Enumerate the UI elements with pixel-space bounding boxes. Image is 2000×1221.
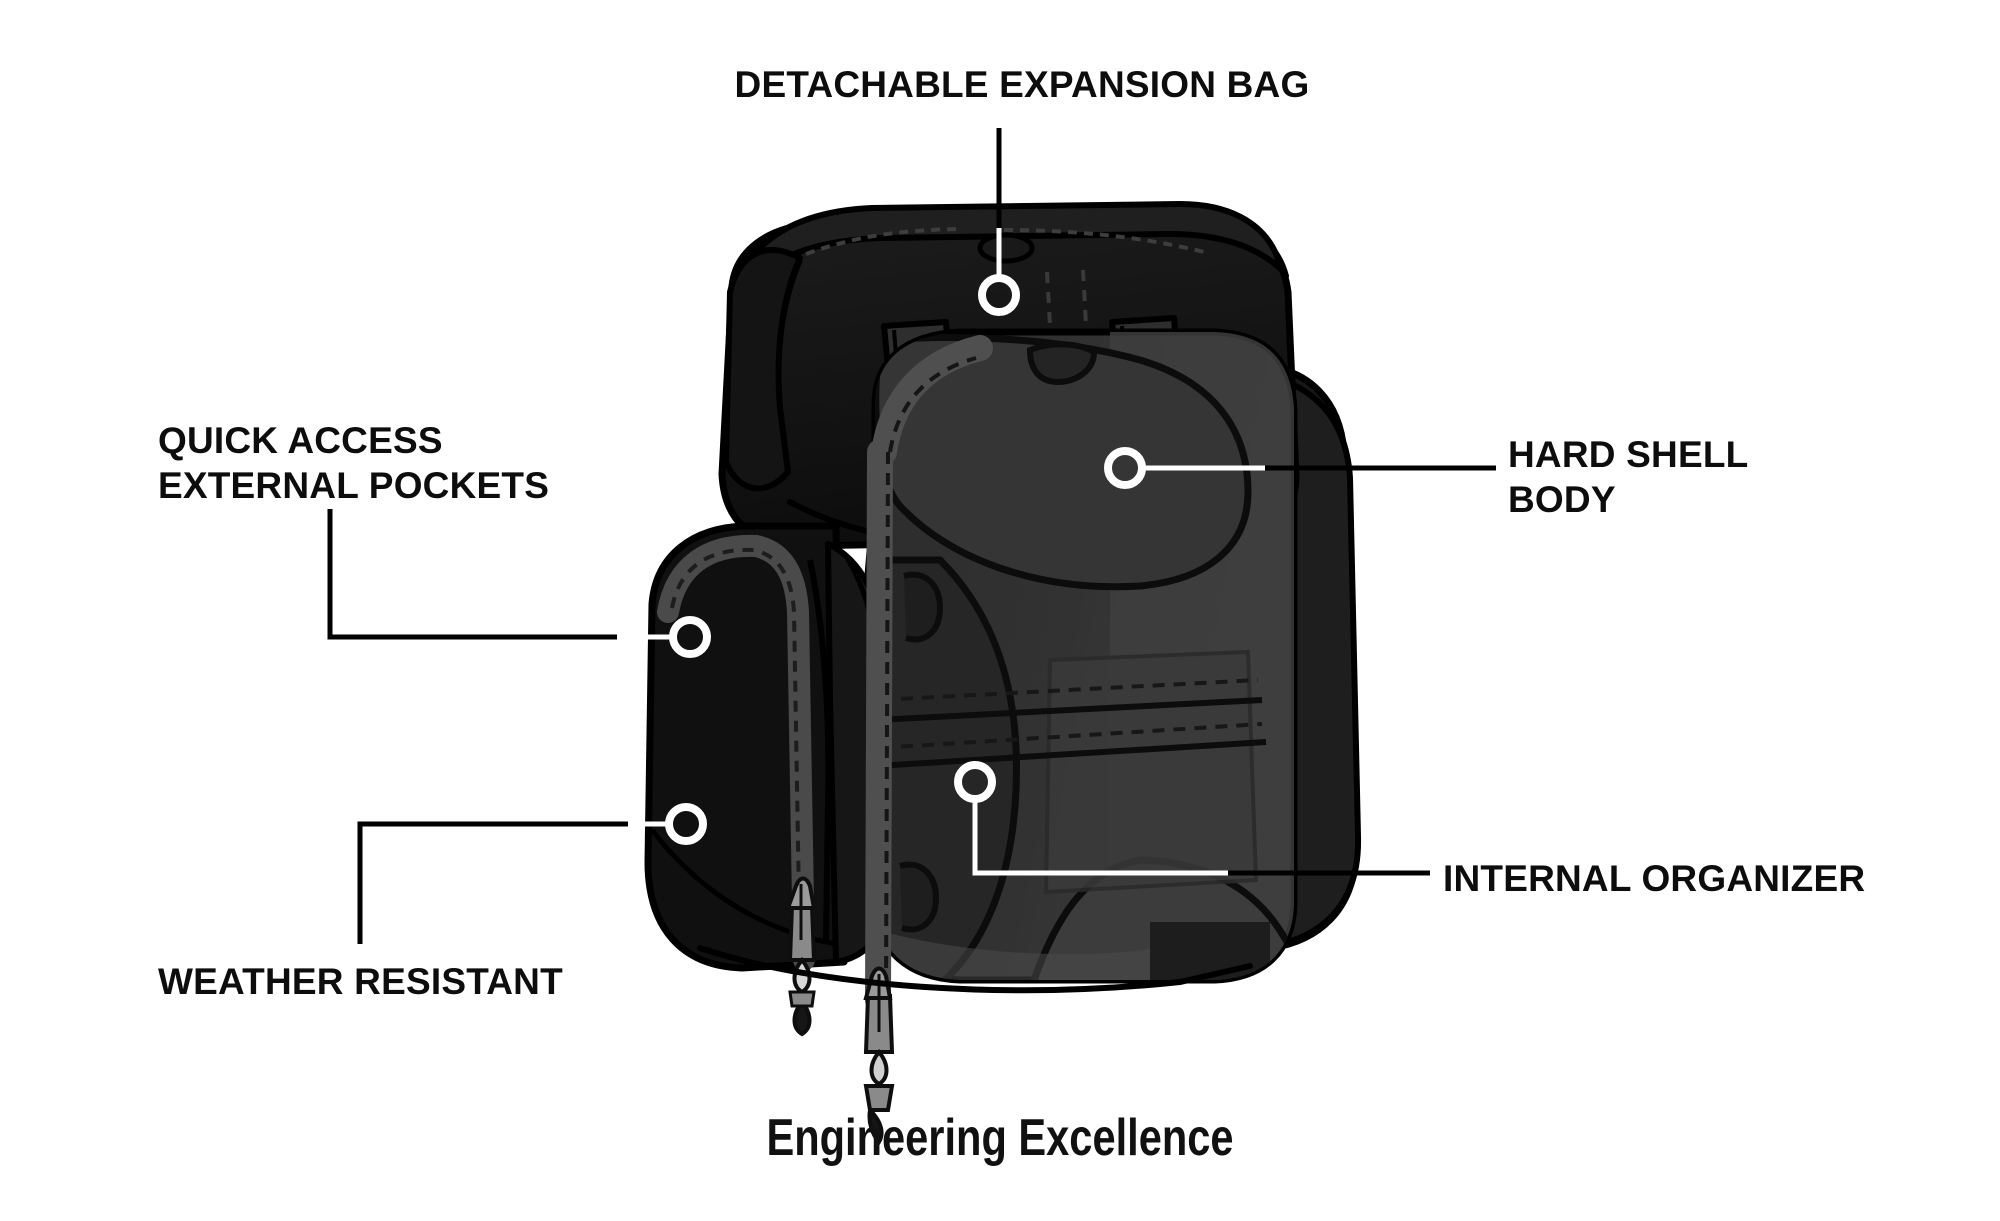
bag-bottom-shadow <box>697 945 1253 994</box>
callout-label-quick-access-external-pockets: QUICK ACCESS EXTERNAL POCKETS <box>158 420 550 507</box>
marker-weather-resistant <box>665 803 707 845</box>
callout-label-detachable-expansion-bag: DETACHABLE EXPANSION BAG <box>734 64 1310 105</box>
leader-quick-access-external-pockets <box>327 509 711 658</box>
leader-hard-shell-body <box>1104 447 1496 489</box>
marker-quick-access-external-pockets <box>669 616 711 658</box>
callout-label-hard-shell-body: HARD SHELL BODY <box>1508 434 1749 521</box>
leader-weather-resistant <box>357 803 707 944</box>
side-pocket-zipper-stitch <box>670 547 802 959</box>
expansion-bag-center-grommet <box>977 232 1035 264</box>
side-pocket-zipper-tape <box>657 534 815 971</box>
callout-label-internal-organizer: INTERNAL ORGANIZER <box>1443 858 1866 899</box>
expansion-bag-zipper-stitch-right <box>1003 228 1205 254</box>
main-zipper-tape-vertical <box>865 439 893 1013</box>
expansion-bag-zipper-stitch <box>805 227 961 256</box>
main-zipper-stitch-vertical <box>884 451 890 997</box>
backpack-graphic <box>644 201 1362 1146</box>
marker-internal-organizer <box>954 761 996 803</box>
expansion-bag-left-face <box>723 247 803 492</box>
side-pocket-divider <box>807 559 832 941</box>
leader-internal-organizer <box>954 761 1430 876</box>
callout-leaders <box>327 128 1496 944</box>
marker-detachable-expansion-bag <box>978 274 1020 316</box>
caption-engineering-excellence: Engineering Excellence <box>766 1109 1234 1167</box>
d-ring-upper <box>903 571 944 643</box>
callout-label-weather-resistant: WEATHER RESISTANT <box>158 961 563 1002</box>
front-panel-details <box>875 332 1294 980</box>
marker-hard-shell-body <box>1104 447 1146 489</box>
expansion-bag-lid-top <box>757 201 1285 275</box>
main-zipper-tape <box>871 335 993 465</box>
main-zipper-stitch-curve <box>888 356 977 453</box>
side-pocket-zipper-pull-upper <box>785 876 817 1037</box>
d-ring-lower <box>899 861 940 933</box>
leader-detachable-expansion-bag <box>978 128 1020 316</box>
